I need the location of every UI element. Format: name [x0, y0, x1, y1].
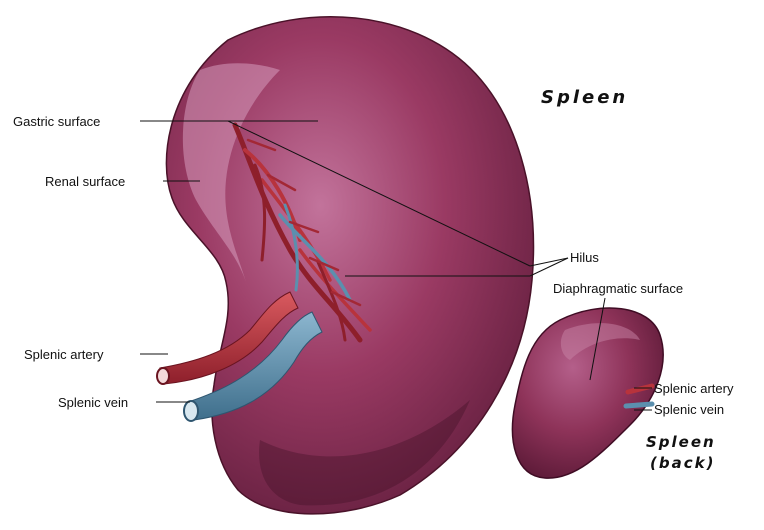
back-view-title-line2: (back) [650, 456, 715, 471]
label-hilus: Hilus [570, 251, 599, 264]
label-splenic-artery: Splenic artery [24, 348, 103, 361]
back-view-title-line1: Spleen [646, 435, 716, 450]
splenic-artery-opening [157, 368, 169, 384]
title: Spleen [541, 89, 628, 107]
label-diaphragmatic-surface: Diaphragmatic surface [553, 282, 683, 295]
label-back-splenic-vein: Splenic vein [654, 403, 724, 416]
label-splenic-vein: Splenic vein [58, 396, 128, 409]
back-splenic-vein-vessel [626, 404, 652, 406]
label-renal-surface: Renal surface [45, 175, 125, 188]
splenic-vein-opening [184, 401, 198, 421]
label-back-splenic-artery: Splenic artery [654, 382, 733, 395]
label-gastric-surface: Gastric surface [13, 115, 100, 128]
